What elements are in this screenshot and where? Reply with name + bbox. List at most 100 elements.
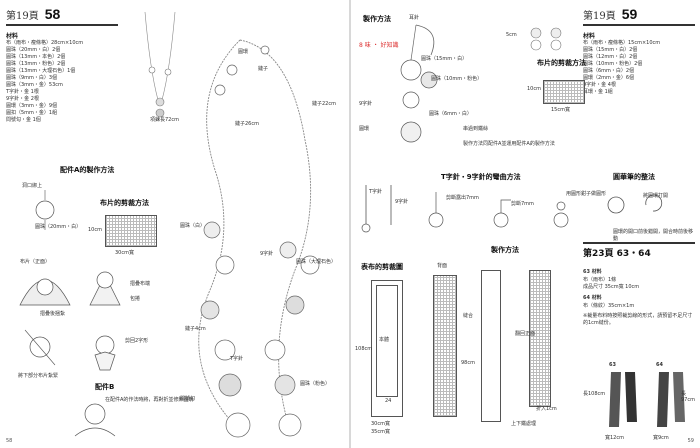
label-cut-width: 30cm寬 [115,250,134,256]
label-gold-length: 鏈子26cm [235,121,259,127]
label-ring-note: 圓環的開口前後錯開，開合時前後移動 [613,229,694,242]
label-cut-edge: 翻回正面 [515,331,536,337]
label-pin-9: 9字針 [260,251,274,257]
section-howto: 製作方法 [363,15,391,23]
note-63: ※裁量布料時按照裁剪線的形式，請預留不足尺寸的1cm縫份。 [583,313,693,326]
label-w35: 35cm寬 [371,429,390,435]
necklace-thumbnail [144,11,176,118]
label-dim-5: 5cm [506,32,517,38]
scarf-64-illustration [657,372,685,427]
label-bead-20: 圓珠（20mm・白） [35,224,82,230]
cloth-cut-rectangle [105,215,157,247]
make-step-3 [529,270,551,407]
label-chain: 鏈子 [258,66,269,72]
item-64-title: 64 材料 [583,295,602,301]
label-t-pin: T字針 [230,356,244,362]
label-sew: 縫合 [463,313,474,319]
item-63-line2: 成品尺寸 35cm寬 10cm [583,284,640,290]
label-back: 背面 [437,263,448,269]
cloth-fold-diagram [89,271,121,306]
label-fold-over: 摺疊布端 [130,281,151,287]
watermark: 8 味 ・ 好知識 [359,42,399,49]
section-cloth-cut: 布片的剪裁方法 [100,199,149,207]
label-nine-pin: 9字針 [395,199,409,205]
label-marble: 圓珠（大理石色） [296,259,337,265]
label-bead-15: 圓珠（15mm・白） [421,56,468,62]
label-bead-6: 圓珠（6mm・白） [429,111,472,117]
label-fold-cloth: 摺疊後捆紮 [40,311,66,317]
item-63-title: 63 材料 [583,269,602,275]
material-item: 圓珠（15mm・白）2個 [583,47,638,53]
item-number: 59 [621,6,638,22]
section-63-64: 第23頁 63・64 [583,249,651,259]
right-page-header: 第19頁 59 [583,6,637,22]
cloth-wrap-diagram [19,278,71,306]
header-rule [6,24,118,26]
label-bead-white: 圓珠（白） [180,223,206,229]
section-cloth-cut: 布片的剪裁方法 [537,59,586,67]
label-gold-length-2: 鏈子22cm [312,101,336,107]
label-make-ring: 剪回2字形 [125,338,149,344]
ring-open-diagram [607,194,663,214]
label-earring: 耳針 [409,15,420,21]
label-hook: 問號勾 [180,396,196,402]
label-64: 64 [656,362,663,368]
section-make: 製作方法 [491,246,519,254]
item-63-line: 布（雨布）1條 [583,277,617,283]
left-page-header: 第19頁 58 [6,6,60,22]
label-stitch-4: 鏈子4cm [185,326,206,332]
materials-list: 布（雨布・瘦條格）28cm×10cm 圓珠（20mm・白）2個 圓珠（13mm・… [6,40,126,124]
label-dim-10: 10cm [527,86,541,92]
label-cloth-front: 布片（正面） [20,259,51,265]
label-dim-15: 15cm寬 [551,107,570,113]
right-page-number: 59 [687,438,694,444]
section-rule [583,242,695,244]
material-item: 問號勾・金 1個 [6,117,41,123]
label-dim-10: 10cm [88,227,102,233]
label-pin9: 9字針 [359,101,373,107]
item-number: 58 [44,6,61,22]
section-pins: T字針・9字針的彎曲方法 [441,173,521,181]
material-item: 圓珠（13mm・本色）2個 [6,54,66,60]
material-item: 圓扣（5mm・金）1組 [6,110,58,116]
label-ring: 圓環 [359,126,370,132]
left-page: 第19頁 58 材料 布（雨布・瘦條格）28cm×10cm 圓珠（20mm・白）… [0,0,349,448]
material-item: 圓珠（20mm・白）2個 [6,47,61,53]
material-item: T字針・金 1根 [6,89,39,95]
materials-title: 材料 [6,33,19,40]
label-cm24: 24 [385,398,392,404]
material-item: 圓珠（3mm・金）53cm [6,82,63,88]
materials-list: 布（雨布・瘦條格）15cm×10cm 圓珠（15mm・白）2個 圓珠（12mm・… [583,40,697,96]
page-label: 第19頁 [6,11,39,22]
material-item: 圓環（2mm・金）6個 [583,75,635,81]
material-item: 9字針・金 4根 [583,82,616,88]
item-64-line: 布（條紋）35cm×1m [583,303,635,309]
label-loop: 用圓形鉗子做圓形 [566,191,607,197]
earring-diagram [400,24,438,143]
needle-thread-diagram [24,329,56,366]
left-page-number: 58 [6,438,13,444]
bead-with-thread [35,190,55,230]
material-item: 圓珠（10mm・粉色）2個 [583,61,643,67]
label-cm-108: 長108cm [583,391,606,397]
part-b-diagram [74,403,116,437]
label-bead-10: 圓珠（10mm・粉色） [431,76,483,82]
necklace-diagram [198,39,320,438]
materials-title: 材料 [583,33,596,40]
right-page: 製作方法 8 味 ・ 好知識 第19頁 59 材料 布（雨布・瘦條格）15cm×… [351,0,700,448]
label-pass-ring: 串過到鐵絲 [463,126,489,132]
earring-thumbnail [530,27,562,51]
label-tie: 包捲 [130,296,141,302]
cloth-cut-rectangle [543,80,585,104]
label-fold-1: 折入1cm [536,406,557,412]
material-item: 圓珠（12mm・白）2個 [583,54,638,60]
bead-wrapped-diagram [94,335,116,371]
label-bent-90: 剪斷露出7mm [446,195,479,201]
material-item: 圓珠（13mm・大理石色）1個 [6,68,76,74]
material-item: 耳環・金 1組 [583,89,613,95]
section-ring: 圓華筆的整法 [613,173,655,181]
label-hole: 洞口綁上 [22,183,43,189]
material-item: 圓環（3mm・金）9個 [6,103,58,109]
label-bead-pink: 圓珠（粉色） [300,381,331,387]
